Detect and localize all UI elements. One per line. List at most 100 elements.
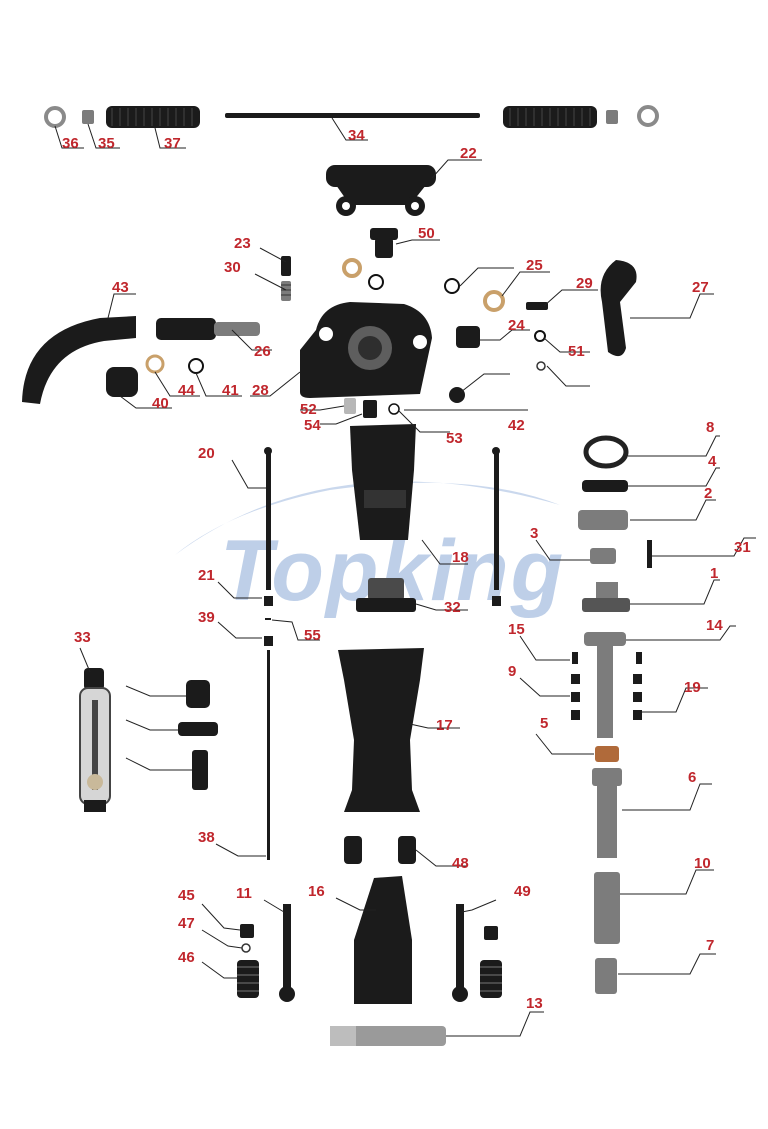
callout-3: 3 — [530, 525, 538, 542]
callout-24: 24 — [508, 317, 525, 334]
part-o-ring-b — [444, 278, 460, 294]
part-4-ring — [582, 480, 628, 492]
part-1-rifle-nut — [582, 582, 630, 612]
callout-15: 15 — [508, 621, 525, 638]
part-35-nut-right — [606, 110, 618, 124]
part-35-nut — [82, 110, 94, 124]
part-22-handle-bracket — [326, 165, 436, 216]
part-10-chuck — [594, 872, 620, 944]
callout-47: 47 — [178, 915, 195, 932]
part-16-front-head — [354, 876, 412, 1004]
part-40-cap — [106, 367, 138, 397]
callout-49: 49 — [514, 883, 531, 900]
callout-17: 17 — [436, 717, 453, 734]
part-43-curved-handle — [22, 316, 136, 404]
part-23-spring — [281, 256, 291, 276]
callout-7: 7 — [706, 937, 714, 954]
part-55-pin — [265, 618, 271, 620]
part-lube-fitting-3 — [192, 750, 208, 790]
part-3-ratchet — [590, 548, 616, 564]
callout-38: 38 — [198, 829, 215, 846]
callout-16: 16 — [308, 883, 325, 900]
part-25-copper-washer — [483, 290, 505, 312]
part-17-body — [338, 648, 424, 812]
part-20-tie-rod-right — [492, 447, 500, 590]
callout-42: 42 — [508, 417, 525, 434]
part-21-nut — [264, 596, 273, 606]
callout-40: 40 — [152, 395, 169, 412]
part-33-lubricator — [79, 668, 111, 812]
callout-6: 6 — [688, 769, 696, 786]
callout-19: 19 — [684, 679, 701, 696]
part-copper-washer-a — [342, 258, 362, 278]
callout-23: 23 — [234, 235, 251, 252]
callout-52: 52 — [300, 401, 317, 418]
part-29-screw — [526, 302, 548, 310]
part-19-spring — [633, 674, 642, 720]
part-o-ring-a — [368, 274, 384, 290]
part-11-bolt — [279, 904, 295, 1002]
part-53-ring — [388, 403, 400, 415]
callout-43: 43 — [112, 279, 129, 296]
part-49-bolt — [452, 904, 468, 1002]
callout-45: 45 — [178, 887, 195, 904]
part-54-spring — [363, 400, 377, 418]
callout-32: 32 — [444, 599, 461, 616]
part-8-bearing — [583, 435, 629, 469]
part-46-spring — [237, 960, 259, 998]
callout-46: 46 — [178, 949, 195, 966]
part-39-nut — [264, 636, 273, 646]
part-36-washer — [44, 106, 66, 128]
part-45-nut-right — [484, 926, 498, 940]
callout-50: 50 — [418, 225, 435, 242]
part-48-bolt-left — [344, 836, 362, 864]
callout-9: 9 — [508, 663, 516, 680]
part-26-valve-spool — [156, 318, 260, 340]
part-small-ring — [536, 361, 546, 371]
part-46-spring-right — [480, 960, 502, 998]
part-44-copper-washer — [145, 354, 165, 374]
part-47-clip — [241, 943, 251, 953]
callout-39: 39 — [198, 609, 215, 626]
callout-41: 41 — [222, 382, 239, 399]
callout-35: 35 — [98, 135, 115, 152]
callout-2: 2 — [704, 485, 712, 502]
callout-5: 5 — [540, 715, 548, 732]
part-32-bushing — [356, 578, 416, 612]
callout-48: 48 — [452, 855, 469, 872]
part-37-handle-grip-right — [503, 106, 597, 128]
callout-22: 22 — [460, 145, 477, 162]
part-14-rifle-bar — [584, 632, 626, 738]
callout-14: 14 — [706, 617, 723, 634]
callout-4: 4 — [708, 453, 717, 470]
callout-11: 11 — [236, 885, 252, 902]
callout-33: 33 — [74, 629, 91, 646]
callout-25: 25 — [526, 257, 543, 274]
part-9-plunger — [571, 674, 580, 720]
part-45-nut — [240, 924, 254, 938]
callout-55: 55 — [304, 627, 321, 644]
callout-27: 27 — [692, 279, 709, 296]
part-13-shank — [330, 1026, 446, 1046]
callout-30: 30 — [224, 259, 241, 276]
part-51-washer — [534, 330, 546, 342]
part-50-plug — [370, 228, 398, 258]
part-2-ratchet-ring — [578, 510, 628, 530]
part-6-piston — [592, 768, 622, 858]
part-24-plug — [456, 326, 480, 348]
part-18-cylinder — [350, 424, 416, 540]
callout-26: 26 — [254, 343, 271, 360]
callout-29: 29 — [576, 275, 593, 292]
callout-28: 28 — [252, 382, 269, 399]
part-36-washer-right — [637, 105, 659, 127]
part-48-bolt-right — [398, 836, 416, 864]
part-52-pin — [344, 398, 356, 414]
leader-lines — [54, 117, 756, 1037]
part-5-bushing — [595, 746, 619, 762]
callout-51: 51 — [568, 343, 585, 360]
part-15-pawl-left — [572, 652, 578, 664]
callout-21: 21 — [198, 567, 215, 584]
part-lube-fitting-2 — [178, 722, 218, 736]
